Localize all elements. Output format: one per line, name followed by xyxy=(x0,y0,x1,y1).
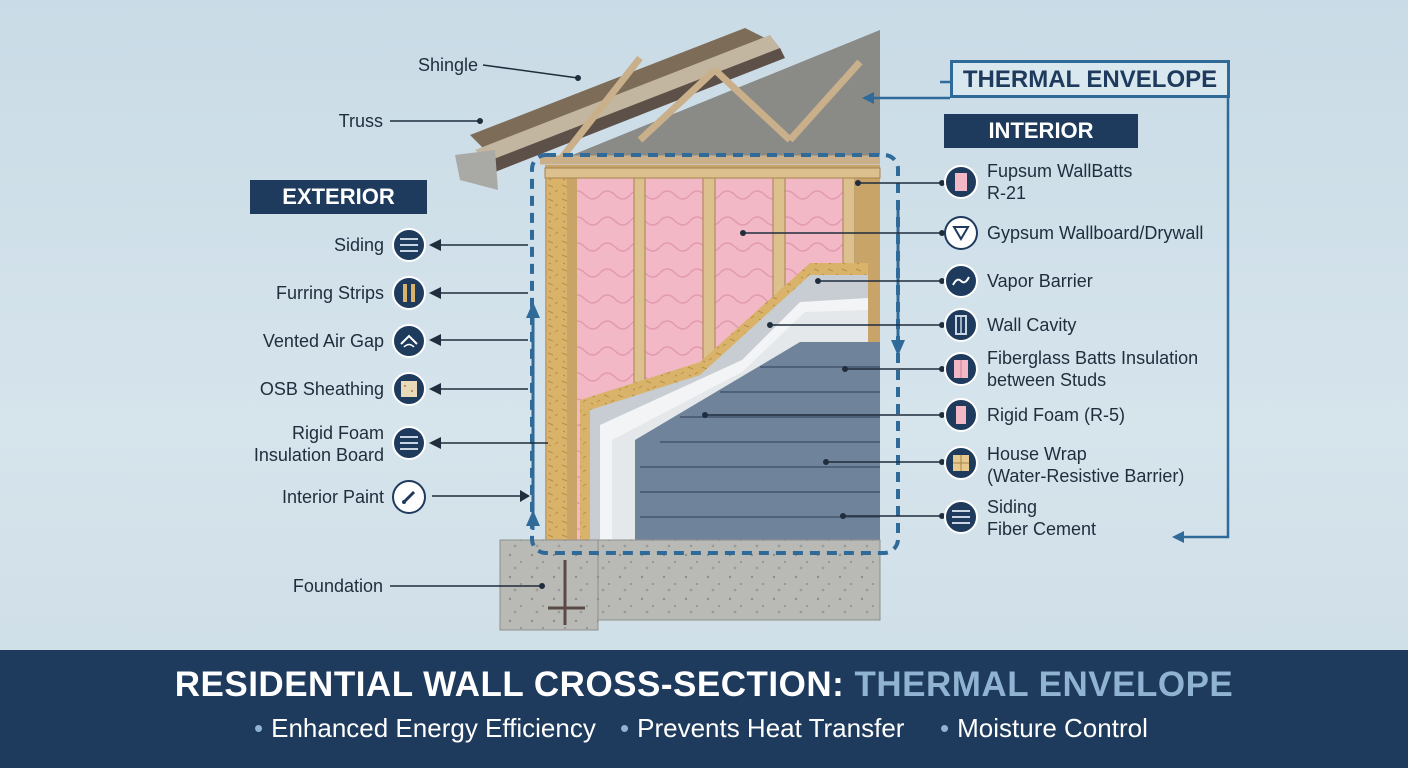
interior-item-wall-cavity: Wall Cavity xyxy=(987,315,1077,335)
foundation-slab xyxy=(499,539,881,631)
batts-icon xyxy=(944,165,978,199)
shingle-label: Shingle xyxy=(417,55,478,75)
fiber-cement-siding xyxy=(635,342,880,545)
bullet-energy-efficiency: •Enhanced Energy Efficiency xyxy=(254,713,596,743)
interior-item-rigid-foam-r5: Rigid Foam (R-5) xyxy=(987,405,1126,425)
bullet-moisture-control: •Moisture Control xyxy=(940,713,1148,743)
interior-item-house-wrap: House Wrap(Water-Resistive Barrier) xyxy=(987,444,1185,486)
truss-label: Truss xyxy=(338,111,383,131)
rigid-foam-r5-icon xyxy=(944,398,978,432)
wall-cavity-icon xyxy=(944,308,978,342)
interior-item-vapor-barrier: Vapor Barrier xyxy=(987,271,1093,291)
page-title: RESIDENTIAL WALL CROSS-SECTION: THERMAL … xyxy=(174,665,1234,704)
siding-icon xyxy=(392,228,426,262)
wall-assembly xyxy=(544,165,881,550)
top-plate xyxy=(544,167,881,179)
furring-strips-icon xyxy=(392,276,426,310)
drywall-icon xyxy=(944,216,978,250)
roof-structure xyxy=(455,28,880,190)
gutter xyxy=(455,150,498,190)
rigid-foam-icon xyxy=(392,426,426,460)
osb-icon xyxy=(392,372,426,406)
exterior-header: EXTERIOR xyxy=(250,180,427,214)
bullet-heat-transfer: •Prevents Heat Transfer xyxy=(620,713,905,743)
house-wrap-icon xyxy=(944,446,978,480)
interior-item-drywall: Gypsum Wallboard/Drywall xyxy=(987,223,1204,243)
exterior-item-interior-paint: Interior Paint xyxy=(281,487,384,507)
paint-brush-icon xyxy=(392,480,426,514)
fiberglass-icon xyxy=(944,352,978,386)
interior-header: INTERIOR xyxy=(944,114,1138,148)
footer-banner xyxy=(0,650,1408,768)
exterior-item-vented-air-gap: Vented Air Gap xyxy=(262,331,384,351)
foundation-label: Foundation xyxy=(292,576,383,596)
exterior-item-osb-sheathing: OSB Sheathing xyxy=(259,379,384,399)
thermal-envelope-title: THERMAL ENVELOPE xyxy=(950,60,1230,98)
vapor-barrier-icon xyxy=(944,264,978,298)
exterior-item-siding: Siding xyxy=(333,235,384,255)
osb-sheathing-layer xyxy=(547,170,567,545)
exterior-item-furring-strips: Furring Strips xyxy=(275,283,384,303)
fiber-cement-icon xyxy=(944,500,978,534)
air-gap-icon xyxy=(392,324,426,358)
